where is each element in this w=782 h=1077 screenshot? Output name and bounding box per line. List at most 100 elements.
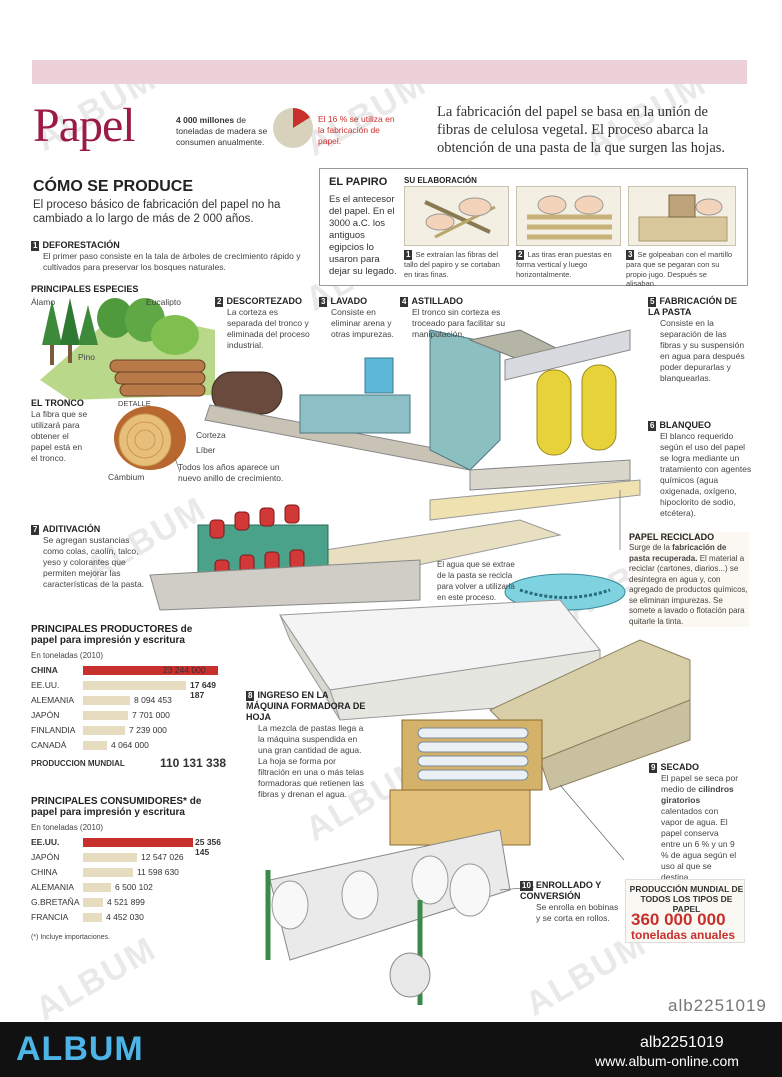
footer-url-link[interactable]: www.album-online.com [595,1053,739,1069]
footer-bar [0,1022,782,1077]
tronco-text: La fibra que se utilizará para obtener e… [31,409,88,463]
section-heading: CÓMO SE PRODUCE [33,178,194,195]
album-logo[interactable]: ALBUM [16,1030,144,1068]
pulp-tanks [469,329,631,491]
species-pino: Pino [78,352,96,362]
section-intro: El proceso básico de fabricación del pap… [33,199,281,225]
reciclado-text-a: Surge de la [629,543,673,552]
productores-title: PRINCIPALES PRODUCTORES de papel para im… [31,624,193,646]
step-title: ENROLLADO Y CONVERSIÓN [520,880,602,901]
chart-bar [83,696,130,705]
step-text: Se extraían las fibras del tallo del pap… [404,250,500,279]
step-text: La mezcla de pastas llega a la máquina s… [258,723,364,799]
chart-row: JAPÓN 7 701 000 [31,708,221,723]
hands-icon [424,197,496,239]
papiro-text: Es el antecesor del papel. En el 3000 a.… [329,194,397,277]
washing-machine [299,357,411,434]
footer-image-id: alb2251019 [640,1034,724,1051]
chart-row-country: CHINA [31,665,58,675]
step-title: INGRESO EN LA MÁQUINA FORMADORA DE HOJA [246,690,366,722]
chart-row-country: JAPÓN [31,710,60,720]
chart-bar [83,898,103,907]
chart-value: 25 356 145 [195,837,221,857]
step-number: 8 [246,691,255,701]
chart-value: 23 244 000 [163,665,206,675]
step-title: ADITIVACIÓN [42,524,101,534]
log-detail-illustration [114,406,186,470]
productores-total-label: PRODUCCION MUNDIAL [31,759,125,768]
paper-rolls-machine [265,829,511,1005]
step-number: 2 [516,250,525,260]
chart-row-country: G.BRETAÑA [31,897,80,907]
chart-bar [83,666,218,675]
album-id: alb2251019 [668,996,767,1015]
step-number: 1 [404,250,413,260]
step-text: Se enrolla en bobinas y se corta en roll… [536,902,619,923]
chart-row-country: EE.UU. [31,680,60,690]
step-text-b: calentados con vapor de agua. El papel c… [661,806,737,882]
chart-value: 7 701 000 [132,710,170,720]
additive-machine [149,504,421,611]
tronco-note: EL TRONCO La fibra que se utilizará para… [31,398,91,464]
consumidores-note: (*) Incluye importaciones. [31,934,110,941]
stat-wood-rest: de toneladas de madera se consumen anual… [176,115,268,147]
step-number: 3 [626,250,635,260]
process-illustration [40,298,691,1005]
productores-total-value: 110 131 338 [160,756,227,770]
chart-bar [83,853,137,862]
consumidores-unit: En toneladas (2010) [31,823,104,832]
drying-cylinders [389,719,543,846]
liber-label: Líber [196,445,216,455]
papiro-step3-illustration [628,186,736,246]
stat-wood: 4 000 millones de toneladas de madera se… [176,115,276,148]
chart-bar [83,838,193,847]
step-number: 1 [31,241,40,251]
stat-paper-share: El 16 % se utiliza en la fabricación de … [318,114,395,146]
step-title: ASTILLADO [411,296,463,306]
chart-value: 7 239 000 [129,725,167,735]
step-number: 5 [648,297,657,307]
productores-unit: En toneladas (2010) [31,651,104,660]
chart-row-country: JAPÓN [31,852,60,862]
step-title: SECADO [660,762,699,772]
step-text: Consiste en eliminar arena y otras impur… [331,307,394,339]
trees-illustration [40,298,215,400]
strips-icon [527,195,612,240]
cambium-label: Cámbium [108,472,145,482]
chart-value: 11 598 630 [137,867,179,877]
step-number: 2 [215,297,224,307]
step-text: Consiste en la separación de las fibras … [660,318,745,383]
step-text-bold: cilindros giratorios [661,784,734,805]
step-9-text: El papel se seca por medio de cilindros … [649,773,739,883]
chart-row-country: ALEMANIA [31,882,74,892]
papiro-heading: EL PAPIRO [329,176,388,188]
species-alamo: Álamo [31,297,56,307]
chart-bar [83,741,107,750]
step-text: El primer paso consiste en la tala de ár… [43,251,301,272]
chart-row: CHINA 23 244 000 [31,663,221,678]
produccion-label: PRODUCCIÓN MUNDIAL DE TODOS LOS TIPOS DE… [629,884,744,914]
step-text: El tronco sin corteza es troceado para f… [412,307,506,339]
tronco-title: EL TRONCO [31,398,84,408]
step-text-a: El papel se seca por medio de [661,773,739,794]
hammer-icon [638,194,728,242]
chart-row-country: ALEMANIA [31,695,74,705]
top-band [32,60,747,84]
step-title: FABRICACIÓN DE LA PASTA [648,296,737,317]
step-number: 4 [400,297,409,307]
chart-row: EE.UU.17 649 187 [31,678,221,700]
stat-wood-bold: 4 000 millones [176,115,235,125]
